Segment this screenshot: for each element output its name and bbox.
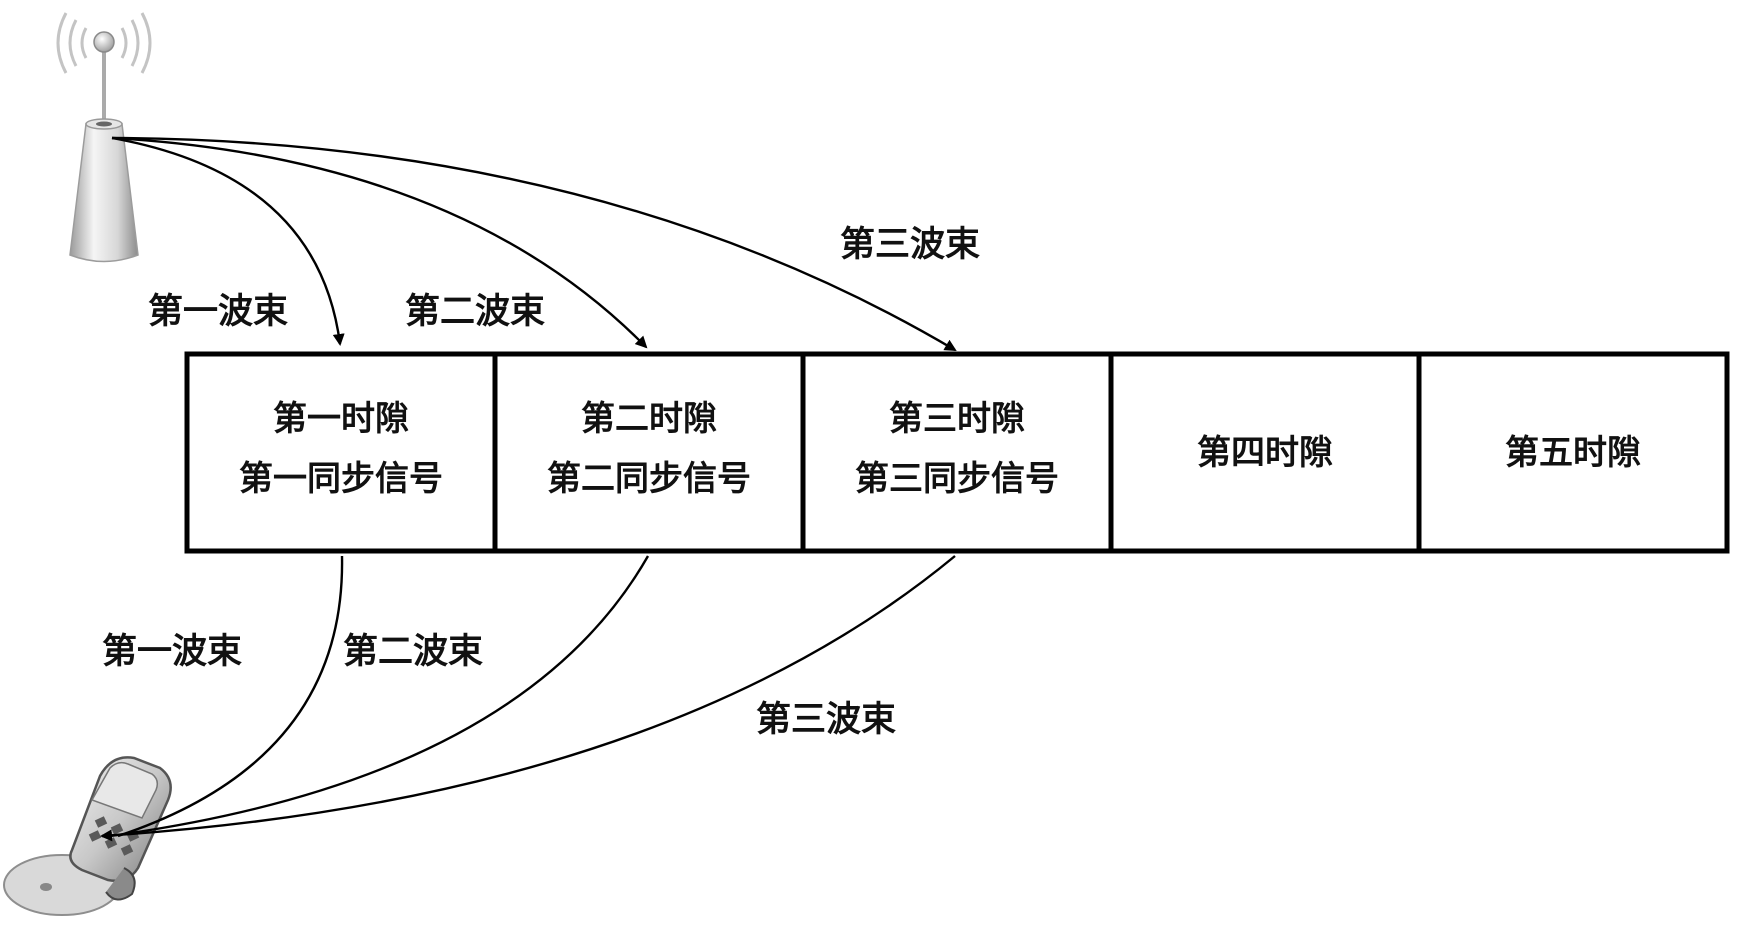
time-slot-label: 第一时隙 [273, 399, 409, 439]
time-slot-label: 第三时隙 [889, 399, 1025, 439]
radio-wave-icon [56, 12, 152, 74]
time-slot-box [1108, 351, 1422, 554]
time-slot-label: 第四时隙 [1197, 433, 1333, 473]
base-beam-label-first: 第一波束 [148, 292, 288, 332]
base-station-antenna-icon [56, 12, 152, 263]
base-beam-third [111, 136, 957, 352]
terminal-beam-second [109, 555, 650, 838]
time-slot-box [492, 351, 806, 554]
terminal-beam-label-second: 第二波束 [343, 632, 483, 672]
time-slot-box [800, 351, 1114, 554]
terminal-beams: 第一波束 第二波束 第三波束 [100, 555, 956, 842]
terminal-beam-label-first: 第一波束 [102, 632, 242, 672]
time-slot-box [1416, 351, 1730, 554]
time-slot-label: 第五时隙 [1505, 433, 1641, 473]
sync-signal-label: 第一同步信号 [239, 459, 443, 499]
terminal-beam-third [100, 555, 956, 842]
sync-signal-label: 第三同步信号 [855, 459, 1059, 499]
flip-phone-icon [3, 756, 172, 916]
base-beam-second [111, 136, 648, 349]
time-slot-box [184, 351, 498, 554]
terminal-beam-label-third: 第三波束 [756, 700, 896, 740]
base-beam-first [111, 136, 345, 346]
sync-signal-label: 第二同步信号 [547, 459, 751, 499]
terminal-beam-first [117, 555, 344, 838]
base-beam-label-third: 第三波束 [840, 225, 980, 265]
base-station-beams: 第一波束 第二波束 第三波束 [111, 136, 980, 352]
time-slot-label: 第二时隙 [581, 399, 717, 439]
base-beam-label-second: 第二波束 [405, 292, 545, 332]
